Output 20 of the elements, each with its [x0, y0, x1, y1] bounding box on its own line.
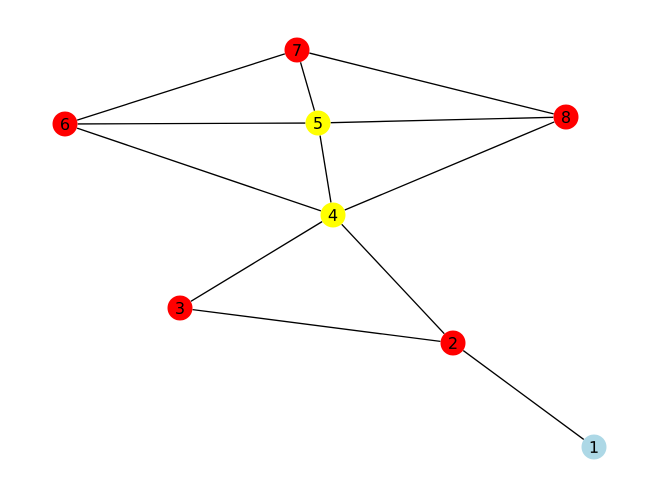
connector-line	[300, 62, 316, 111]
connector-line	[319, 135, 332, 202]
graph-node: 7	[284, 38, 310, 62]
connector-line	[76, 53, 286, 121]
connector-line	[462, 350, 584, 440]
graph-node: 5	[306, 110, 330, 136]
graph-node: 6	[52, 112, 78, 136]
connector-line	[341, 224, 445, 334]
graph-node: 3	[168, 296, 192, 320]
connector-line	[190, 221, 322, 302]
graph-node: 1	[582, 434, 606, 460]
connector-line	[192, 308, 440, 342]
connector-line	[330, 116, 554, 124]
connector-line	[76, 127, 322, 212]
graph-node: 2	[440, 330, 466, 356]
graph-node: 8	[554, 104, 578, 130]
connector-line	[78, 122, 306, 125]
graph-node: 4	[320, 202, 346, 228]
connector-line	[344, 121, 554, 211]
connector-line	[309, 52, 554, 115]
